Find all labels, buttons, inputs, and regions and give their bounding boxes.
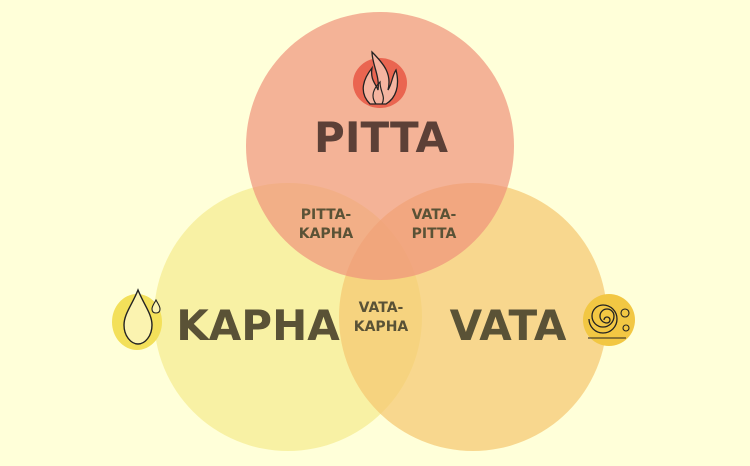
vata-kapha-label-line2: KAPHA — [354, 319, 409, 335]
vata-label: VATA — [450, 301, 567, 350]
fire-icon — [353, 50, 407, 108]
pitta-kapha-label-line1: PITTA- — [301, 207, 352, 223]
vata-kapha-label-line1: VATA- — [359, 300, 404, 316]
pitta-circle — [246, 12, 514, 280]
vata-pitta-label-line2: PITTA — [412, 226, 457, 242]
water-drop-icon — [112, 288, 162, 350]
wind-spiral-icon — [583, 294, 635, 346]
vata-pitta-label-line1: VATA- — [412, 207, 457, 223]
kapha-label: KAPHA — [176, 301, 340, 350]
pitta-label: PITTA — [314, 113, 448, 162]
pitta-kapha-label-line2: KAPHA — [299, 226, 354, 242]
